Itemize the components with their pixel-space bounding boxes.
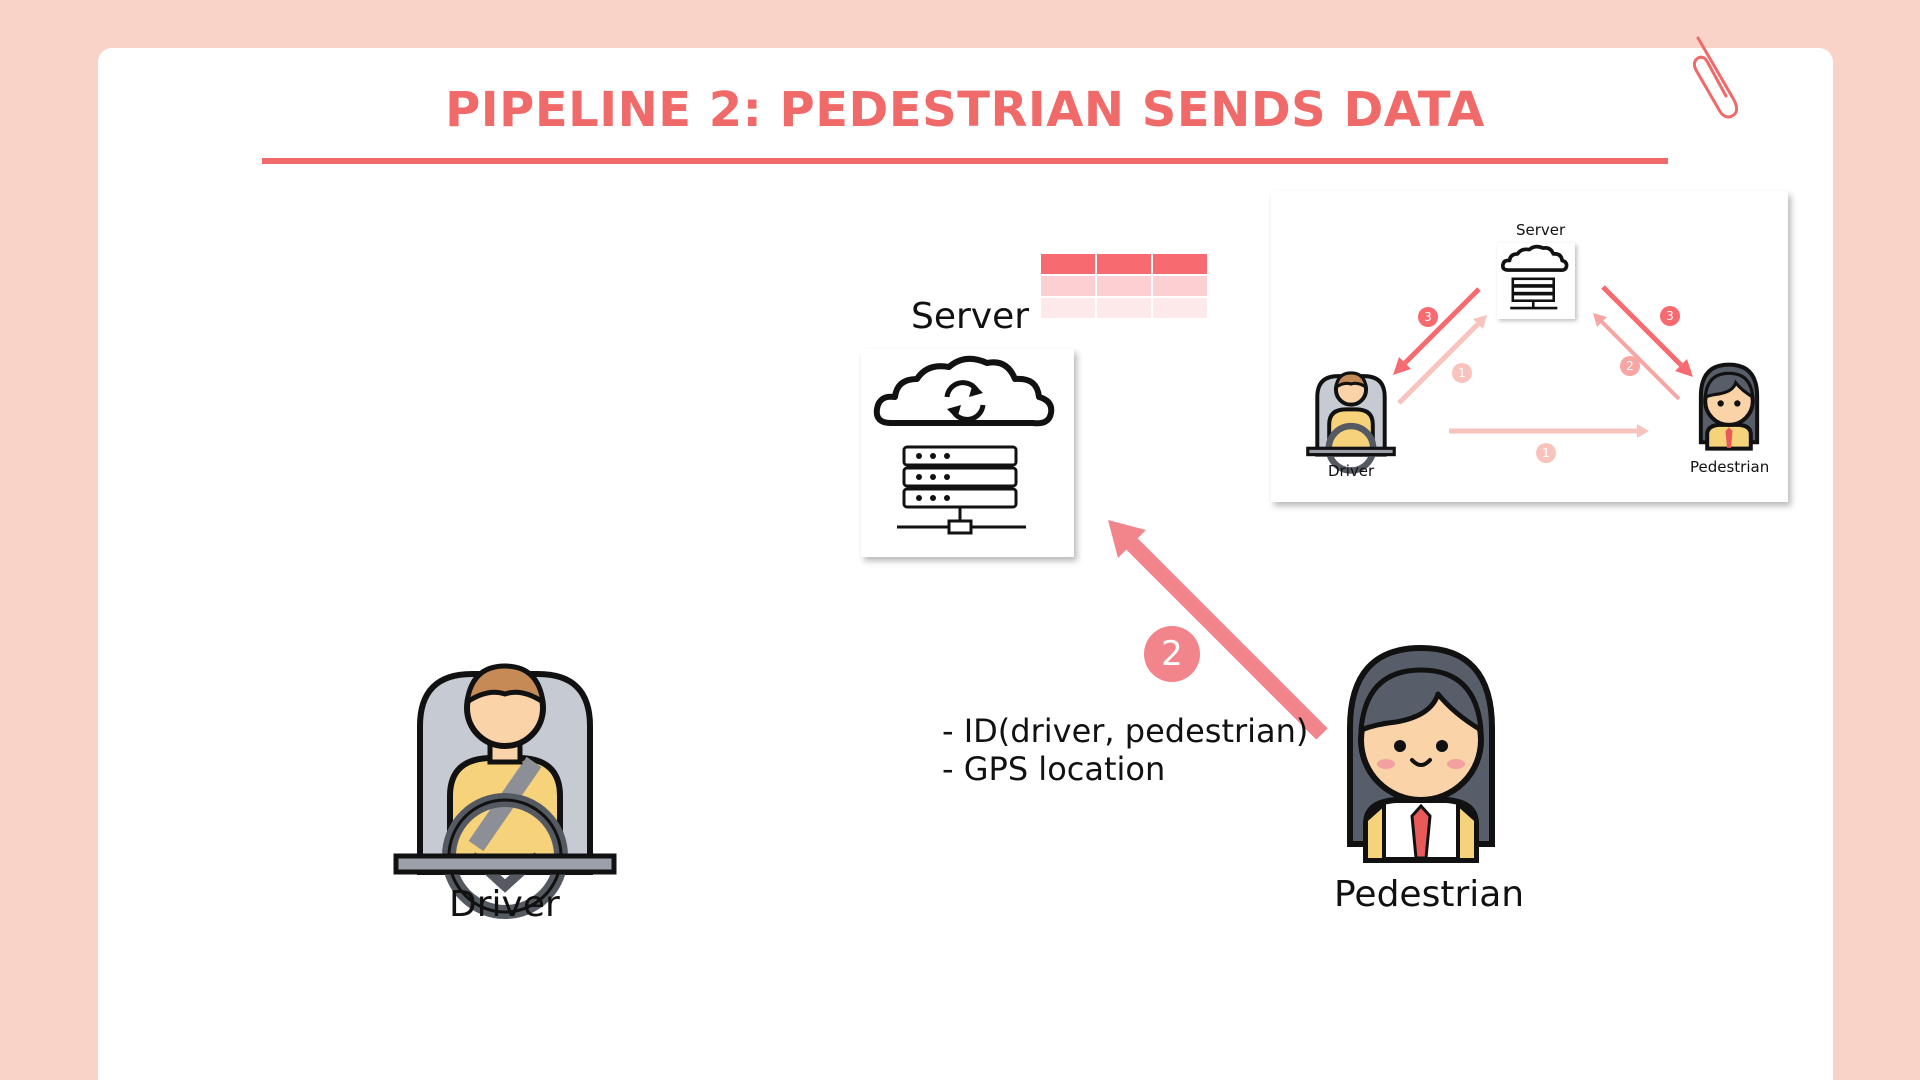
pedestrian-girl-icon — [1347, 644, 1495, 863]
page-title: PIPELINE 2: PEDESTRIAN SENDS DATA — [445, 82, 1485, 138]
mini-driver-label: Driver — [1328, 462, 1375, 480]
payload-item: - GPS location — [942, 750, 1166, 788]
cloud-server-icon — [1501, 244, 1569, 310]
payload-item: - ID(driver, pedestrian) — [942, 712, 1309, 750]
mini-step-badge: 1 — [1536, 443, 1556, 463]
mini-step-badge: 1 — [1452, 363, 1472, 383]
pedestrian-label: Pedestrian — [1334, 874, 1525, 915]
title-underline — [262, 158, 1668, 164]
cloud-server-icon — [873, 355, 1055, 535]
mini-step-badge: 3 — [1418, 307, 1438, 327]
payload-list: - ID(driver, pedestrian) - GPS location — [942, 712, 1308, 788]
pedestrian-girl-icon — [1698, 362, 1760, 451]
paperclip-icon — [1692, 36, 1739, 119]
mini-step-badge: 3 — [1660, 306, 1680, 326]
mini-server-label: Server — [1516, 221, 1566, 239]
server-card — [861, 349, 1074, 557]
mini-server-card — [1497, 243, 1575, 319]
step-badge: 2 — [1144, 626, 1200, 682]
overview-diagram: Server 3 1 3 2 1 Driver — [1271, 191, 1788, 502]
mini-step-badge: 2 — [1620, 356, 1640, 376]
driver-label: Driver — [449, 884, 560, 925]
driver-in-seat-icon — [393, 663, 617, 919]
server-label: Server — [911, 296, 1030, 337]
driver-in-seat-icon — [1306, 371, 1396, 474]
mini-arrows — [1393, 285, 1693, 438]
mini-pedestrian-label: Pedestrian — [1690, 458, 1770, 476]
